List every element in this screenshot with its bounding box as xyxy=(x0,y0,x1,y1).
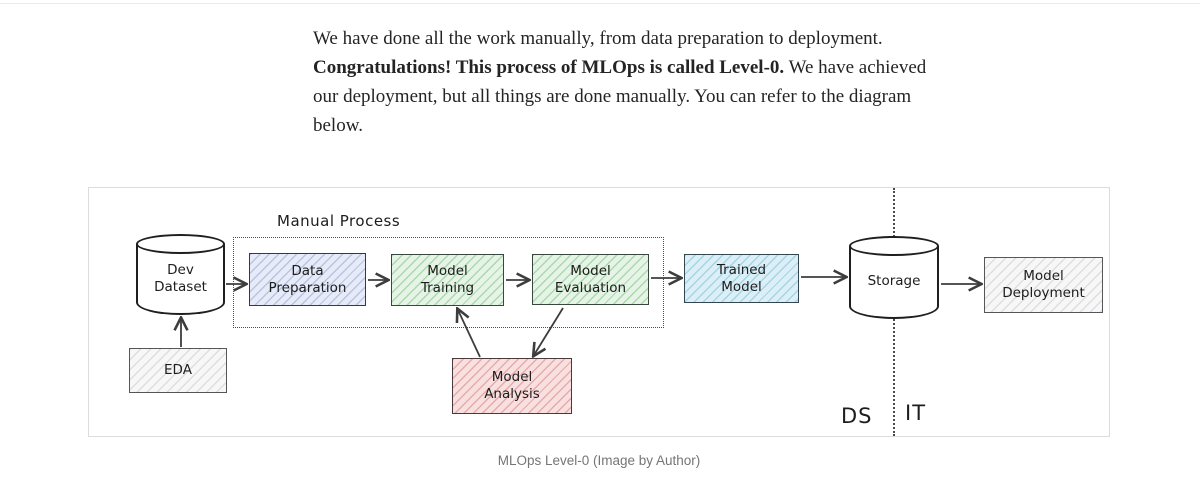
lane-label-it: IT xyxy=(905,401,927,425)
article-text-bold: Congratulations! This process of MLOps i… xyxy=(313,57,785,78)
diagram-figure: DS IT Manual Process Dev Dataset EDA Dat… xyxy=(88,187,1110,437)
node-dev-dataset: Dev Dataset xyxy=(136,234,225,315)
node-label: Model Evaluation xyxy=(554,262,627,296)
node-label: Model Deployment xyxy=(1002,268,1085,301)
node-label: Trained Model xyxy=(716,261,767,295)
top-divider xyxy=(0,3,1200,4)
article-text-1: We have done all the work manually, from… xyxy=(313,28,883,49)
cylinder-top xyxy=(849,236,939,256)
lane-label-ds: DS xyxy=(841,404,873,428)
article-paragraph: We have done all the work manually, from… xyxy=(313,24,935,140)
node-data-preparation: Data Preparation xyxy=(249,253,366,306)
node-label: Storage xyxy=(867,273,921,289)
node-label: Model Analysis xyxy=(484,369,540,402)
node-model-deployment: Model Deployment xyxy=(984,257,1103,313)
node-trained-model: Trained Model xyxy=(684,254,799,303)
node-storage: Storage xyxy=(849,236,939,319)
node-model-analysis: Model Analysis xyxy=(452,358,572,414)
node-model-evaluation: Model Evaluation xyxy=(532,254,649,305)
node-label: Model Training xyxy=(420,263,475,296)
cylinder-top xyxy=(136,234,225,254)
node-eda: EDA xyxy=(129,348,227,393)
node-label: Data Preparation xyxy=(268,262,347,296)
figure-caption: MLOps Level-0 (Image by Author) xyxy=(497,453,701,468)
manual-process-label: Manual Process xyxy=(277,212,401,230)
node-label: Dev Dataset xyxy=(154,261,207,295)
node-model-training: Model Training xyxy=(391,254,504,306)
cylinder-body xyxy=(849,246,939,319)
article-text-2: We have achieved our deployment, but all… xyxy=(313,57,927,136)
cylinder-body xyxy=(136,244,225,315)
node-label: EDA xyxy=(164,362,192,378)
